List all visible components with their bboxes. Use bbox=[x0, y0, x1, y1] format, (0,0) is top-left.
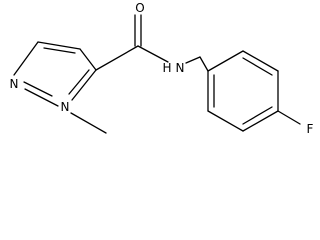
bond-ar4-f bbox=[277, 110, 301, 125]
bond-ar1-ar2 bbox=[207, 50, 244, 72]
bond-n2-n1-double bbox=[23, 81, 53, 97]
pyrazole-n2-label: N bbox=[10, 77, 19, 91]
bond-n1-n2 bbox=[24, 88, 59, 107]
bond-n-ch2 bbox=[185, 56, 201, 64]
molecule-drawing: O N H N N F bbox=[10, 1, 314, 136]
bond-carbonyl-n bbox=[137, 45, 169, 63]
amide-hydrogen-label: H bbox=[162, 61, 171, 75]
bond-c5-n1-inner bbox=[68, 69, 90, 95]
amide-nitrogen-label: N bbox=[176, 61, 185, 75]
bond-c4-c5 bbox=[79, 48, 97, 71]
bond-ar4-ar5 bbox=[242, 110, 279, 132]
structure-canvas: O N H N N F bbox=[10, 1, 314, 136]
bond-ar5-ar6 bbox=[207, 110, 244, 132]
bond-ch2-ring bbox=[199, 56, 209, 72]
bond-ar2-ar3 bbox=[242, 50, 279, 72]
oxygen-label: O bbox=[135, 1, 144, 15]
bond-ar4-ar5-inner bbox=[242, 106, 273, 125]
bond-n1-methyl bbox=[70, 112, 107, 134]
bond-c3-c4 bbox=[37, 41, 81, 50]
bond-n2-c3 bbox=[13, 41, 39, 76]
pyrazole-n1-label: N bbox=[61, 100, 70, 114]
bond-c3-c4-inner bbox=[43, 47, 76, 54]
fluorine-label: F bbox=[307, 122, 314, 136]
bond-c5-n1 bbox=[71, 69, 97, 101]
bond-c5-carbonyl bbox=[95, 45, 139, 71]
bond-ar2-ar3-inner bbox=[242, 57, 273, 76]
